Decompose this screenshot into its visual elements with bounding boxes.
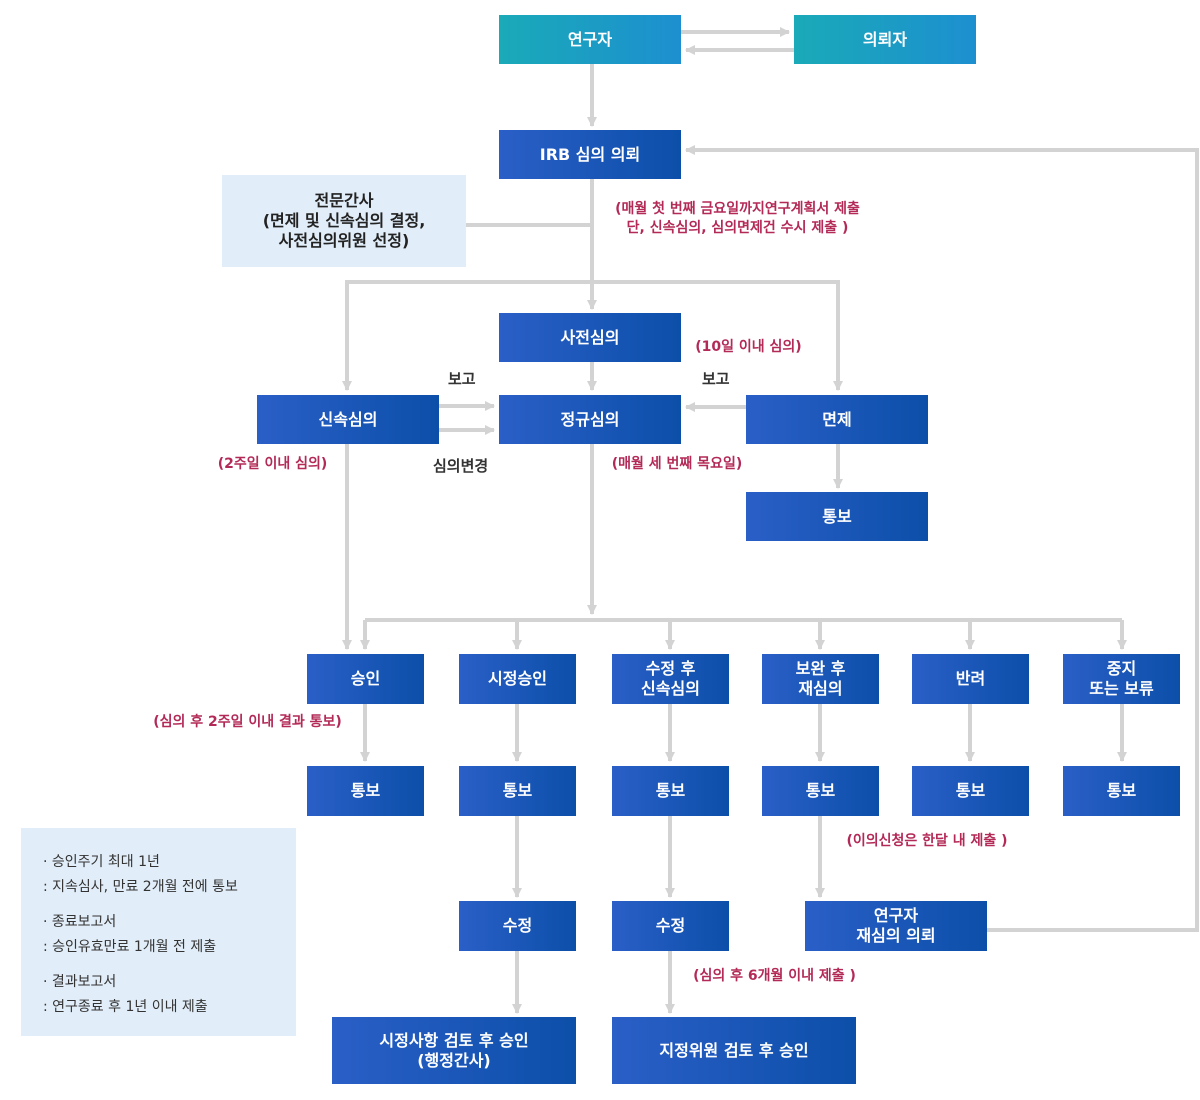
expedited-period-note: (2주일 이내 심의) bbox=[217, 456, 328, 472]
approval-result-note: (심의 후 2주일 이내 결과 통보) bbox=[153, 714, 342, 730]
supplement-rereview-node: 보완 후 재심의 bbox=[762, 654, 879, 704]
exemption-node: 면제 bbox=[746, 395, 928, 444]
report-label-right: 보고 bbox=[702, 370, 730, 388]
rejection-node: 반려 bbox=[912, 654, 1029, 704]
modify-expedited-node: 수정 후 신속심의 bbox=[612, 654, 729, 704]
revise-modify-node: 수정 bbox=[612, 901, 729, 951]
revise-conditional-node: 수정 bbox=[459, 901, 576, 951]
pre-review-period-note: (10일 이내 심의) bbox=[695, 339, 802, 355]
notice-supplement-node: 통보 bbox=[762, 766, 879, 816]
submission-note: (매월 첫 번째 금요일까지연구계획서 제출 단, 신속심의, 심의면제건 수시… bbox=[615, 201, 860, 236]
notice-suspend-node: 통보 bbox=[1063, 766, 1180, 816]
review-change-label: 심의변경 bbox=[433, 457, 489, 475]
client-node: 의뢰자 bbox=[794, 15, 976, 64]
objection-note: (이의신청은 한달 내 제출 ) bbox=[846, 833, 1008, 849]
notice-rejection-node: 통보 bbox=[912, 766, 1029, 816]
researcher-node: 연구자 bbox=[499, 15, 681, 64]
info-item-result-report: · 결과보고서 : 연구종료 후 1년 이내 제출 bbox=[43, 974, 208, 1015]
regular-review-node: 정규심의 bbox=[499, 395, 681, 444]
six-months-note: (심의 후 6개월 이내 제출 ) bbox=[693, 968, 856, 984]
info-panel: · 승인주기 최대 1년 : 지속심사, 만료 2개월 전에 통보 · 종료보고… bbox=[21, 828, 296, 1036]
notice-conditional-node: 통보 bbox=[459, 766, 576, 816]
final-admin-approval-node: 시정사항 검토 후 승인 (행정간사) bbox=[332, 1017, 576, 1084]
report-label-left: 보고 bbox=[448, 370, 476, 388]
arrow-branch-expedited bbox=[342, 280, 592, 391]
final-designated-approval-node: 지정위원 검토 후 승인 bbox=[612, 1017, 856, 1084]
conditional-approval-node: 시정승인 bbox=[459, 654, 576, 704]
expert-secretary-node: 전문간사 (면제 및 신속심의 결정, 사전심의위원 선정) bbox=[222, 175, 466, 267]
suspend-hold-node: 중지 또는 보류 bbox=[1063, 654, 1180, 704]
approval-node: 승인 bbox=[307, 654, 424, 704]
notice-approval-node: 통보 bbox=[307, 766, 424, 816]
researcher-rereview-node: 연구자 재심의 의뢰 bbox=[805, 901, 987, 951]
expedited-review-node: 신속심의 bbox=[257, 395, 439, 444]
regular-schedule-note: (매월 세 번째 목요일) bbox=[611, 456, 743, 472]
info-item-approval-cycle: · 승인주기 최대 1년 : 지속심사, 만료 2개월 전에 통보 bbox=[43, 854, 238, 895]
exemption-notice-node: 통보 bbox=[746, 492, 928, 541]
pre-review-node: 사전심의 bbox=[499, 313, 681, 362]
arrow-rereview-to-irb bbox=[685, 145, 1199, 932]
arrow-branch-exemption bbox=[592, 280, 843, 391]
irb-request-node: IRB 심의 의뢰 bbox=[499, 130, 681, 179]
notice-modify-node: 통보 bbox=[612, 766, 729, 816]
info-item-end-report: · 종료보고서 : 승인유효만료 1개월 전 제출 bbox=[43, 914, 217, 955]
